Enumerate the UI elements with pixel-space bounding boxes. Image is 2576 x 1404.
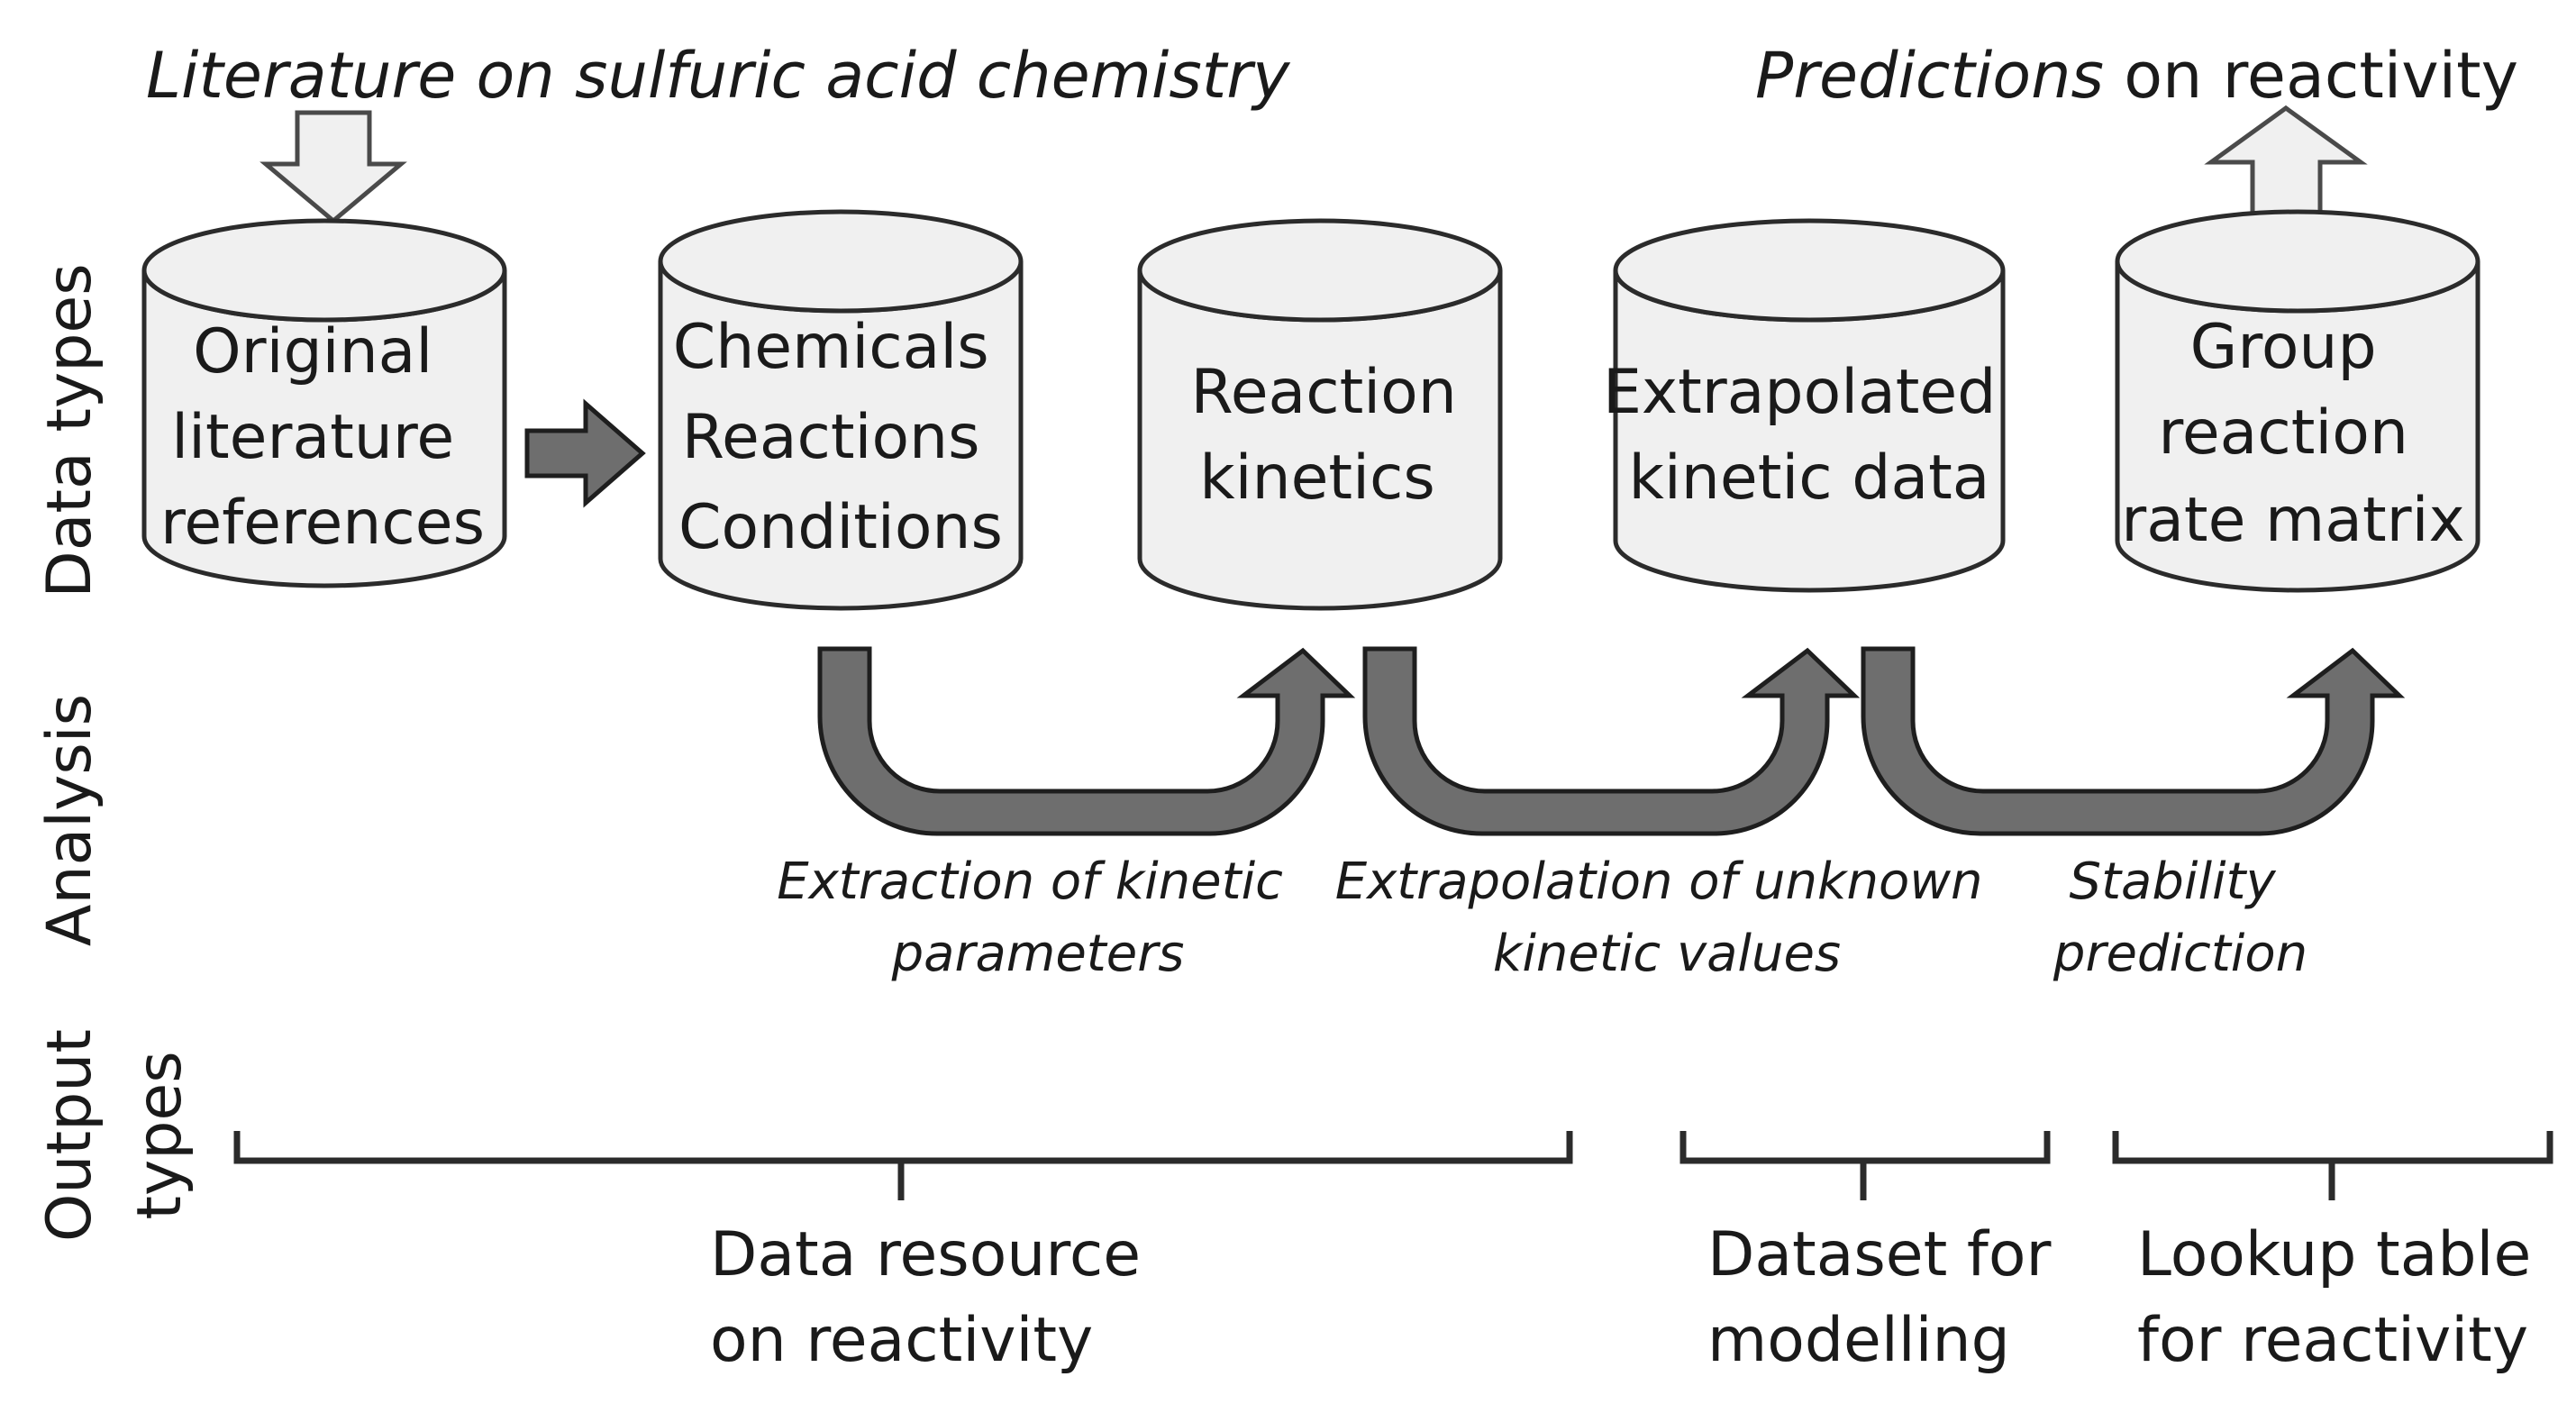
data-store-chemicals-reactions-conditions: Chemicals Reactions Conditions [658,209,1024,611]
store-line: kinetic data [1629,442,1990,514]
store-line: reaction [2158,397,2408,469]
output-bracket-data-resource [233,1131,1573,1200]
row-label-output-types-line2: types [124,1051,196,1219]
store-line: Conditions [678,492,1003,563]
row-label-analysis: Analysis [34,694,105,946]
output-label-lookup: Lookup table for reactivity [2137,1219,2551,1376]
store-line: Chemicals [673,312,989,383]
analysis-label-stability: Stability prediction [2053,852,2307,983]
svg-text:Chemicals Reactions: Chemicals Reactions Conditions [673,312,1009,563]
output-bracket-lookup [2112,1131,2553,1200]
analysis-label-extrapolation: Extrapolation of unknown kinetic values [1335,852,1999,983]
data-store-group-reaction-rate-matrix: Group reaction rate matrix [2115,209,2480,593]
store-line: literature [171,402,454,473]
analysis-arrow-2-icon [1362,646,1861,836]
svg-text:Original literature: Original literature references [160,316,485,559]
predictions-emphasis: Predictions [1755,39,2104,113]
data-store-original-literature: Original literature references [141,218,507,588]
flow-arrow-right-icon [524,398,646,508]
store-line: kinetics [1199,442,1435,514]
data-store-extrapolated-kinetic-data: Extrapolated kinetic data [1603,218,2016,593]
analysis-arrow-3-icon [1861,646,2406,836]
analysis-arrow-1-icon [817,646,1356,836]
store-line: Extrapolated [1603,357,1997,428]
svg-text:Reaction kinetics: Reaction kinetics [1191,357,1477,514]
output-predictions-label: Predictions on reactivity [1755,39,2518,113]
analysis-label-extraction: Extraction of kinetic parameters [777,852,1299,983]
store-line: Group [2190,312,2377,383]
svg-text:Group reaction rat: Group reaction rate matrix [2121,312,2464,556]
store-line: rate matrix [2121,485,2464,556]
output-label-data-resource: Data resource on reactivity [710,1219,1161,1376]
svg-text:Extrapolated kinetic dat: Extrapolated kinetic data [1603,357,2016,514]
output-bracket-dataset [1679,1131,2051,1200]
row-label-data-types: Data types [34,263,105,597]
store-line: Reaction [1191,357,1457,428]
store-line: Reactions [682,402,980,473]
output-arrow-up-icon [2204,105,2368,216]
store-line: Original [193,316,432,387]
input-source-label: Literature on sulfuric acid chemistry [146,39,1291,113]
row-label-output-types: Output [34,1029,105,1242]
store-line: references [160,488,485,559]
output-label-dataset: Dataset for modelling [1707,1219,2071,1376]
predictions-rest: on reactivity [2104,39,2518,113]
input-arrow-down-icon [259,110,407,224]
data-store-reaction-kinetics: Reaction kinetics [1137,218,1503,611]
